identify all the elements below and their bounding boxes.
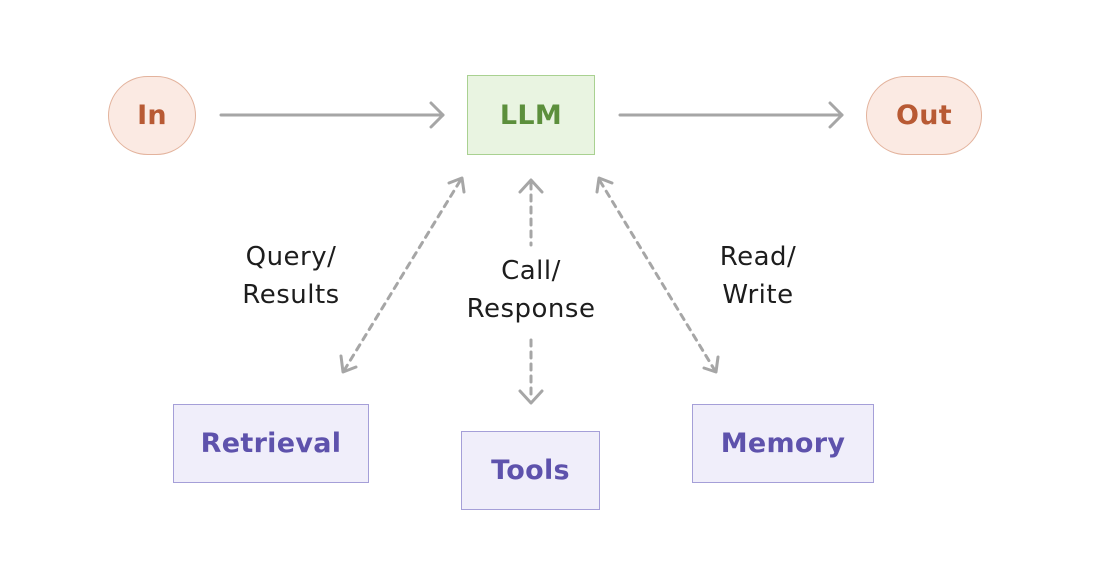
node-in-label: In	[137, 100, 167, 131]
node-memory: Memory	[692, 404, 874, 483]
arrow-llm-memory	[595, 176, 720, 374]
arrow-llm-to-out	[618, 101, 844, 129]
node-memory-label: Memory	[720, 428, 846, 459]
node-tools: Tools	[461, 431, 600, 510]
node-tools-label: Tools	[491, 455, 570, 486]
edge-label-call-response: Call/ Response	[441, 252, 621, 328]
edge-label-call-line: Call/	[501, 256, 561, 286]
edge-label-read-write: Read/ Write	[688, 238, 828, 314]
node-retrieval: Retrieval	[173, 404, 369, 483]
node-llm: LLM	[467, 75, 595, 155]
arrow-llm-tools	[518, 178, 544, 405]
node-out: Out	[866, 76, 982, 155]
arrow-in-to-llm	[219, 101, 445, 129]
edge-label-write-line: Write	[722, 280, 794, 310]
node-in: In	[108, 76, 196, 155]
node-llm-label: LLM	[499, 99, 563, 131]
arrow-llm-retrieval	[339, 176, 466, 374]
edge-label-response-line: Response	[466, 294, 596, 324]
edge-label-query-results: Query/ Results	[211, 238, 371, 314]
edge-label-query-line: Query/	[245, 242, 337, 272]
node-retrieval-label: Retrieval	[200, 428, 342, 459]
edge-label-results-line: Results	[242, 280, 340, 310]
node-out-label: Out	[896, 100, 952, 131]
edge-label-read-line: Read/	[719, 242, 797, 272]
